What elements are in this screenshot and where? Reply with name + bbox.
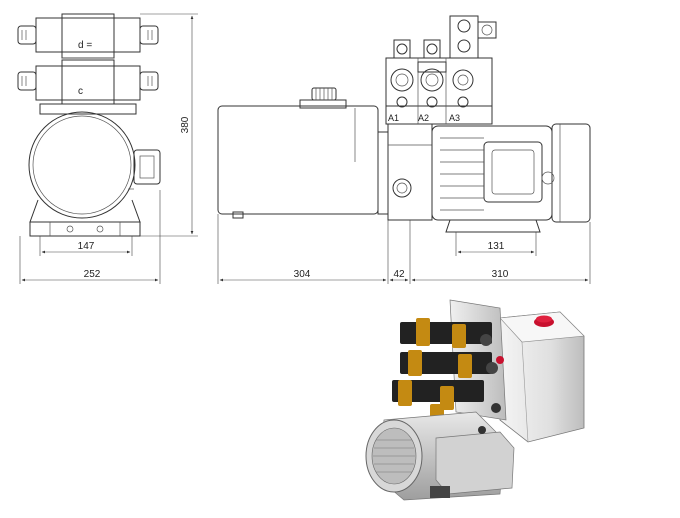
side-view: A1 A2 A3 131: [217, 15, 591, 284]
render-solenoid: [408, 350, 422, 376]
base-width-label: 147: [78, 241, 95, 252]
flange: [377, 131, 389, 215]
upper-right-coil: [139, 25, 159, 45]
front-width-label: 252: [84, 269, 101, 280]
render-solenoid: [440, 386, 454, 410]
valve-stack: [385, 15, 497, 125]
lower-valve-body: [61, 59, 115, 105]
upper-left-coil: [17, 25, 37, 45]
motor-length-label: 310: [492, 269, 509, 280]
lower-valve-block: [35, 65, 141, 101]
pump-block: [387, 123, 433, 221]
port-a1: A1: [388, 113, 399, 123]
motor-feet: [29, 199, 141, 223]
lower-right-coil: [139, 71, 159, 91]
render-solenoid: [398, 380, 412, 406]
render-solenoid: [458, 354, 472, 378]
motor-mount-label: 131: [488, 241, 505, 252]
motor-end-circle: [28, 111, 136, 219]
render-solenoid: [452, 324, 466, 348]
front-view: d = c 380 147: [17, 13, 198, 284]
port-a2: A2: [418, 113, 429, 123]
valve-manifold: [385, 57, 493, 107]
tank-length-label: 304: [294, 269, 311, 280]
motor-foot: [445, 219, 541, 233]
tank-body: [217, 105, 379, 215]
upper-valve-symbol: d =: [78, 40, 92, 51]
render-valves: [392, 318, 504, 426]
height-label: 380: [180, 116, 191, 133]
motor-fan-cover: [551, 123, 591, 223]
render-solenoid: [416, 318, 430, 346]
motor-terminal-box: [483, 141, 543, 203]
flange-length-label: 42: [393, 269, 405, 280]
motor-side: [431, 123, 591, 233]
upper-valve-body: [61, 13, 115, 59]
terminal-box: [133, 149, 161, 185]
lower-left-coil: [17, 71, 37, 91]
render-terminal-box: [435, 431, 515, 495]
port-a3: A3: [449, 113, 460, 123]
lower-valve-symbol: c: [78, 86, 83, 97]
isometric-render: [365, 299, 585, 501]
